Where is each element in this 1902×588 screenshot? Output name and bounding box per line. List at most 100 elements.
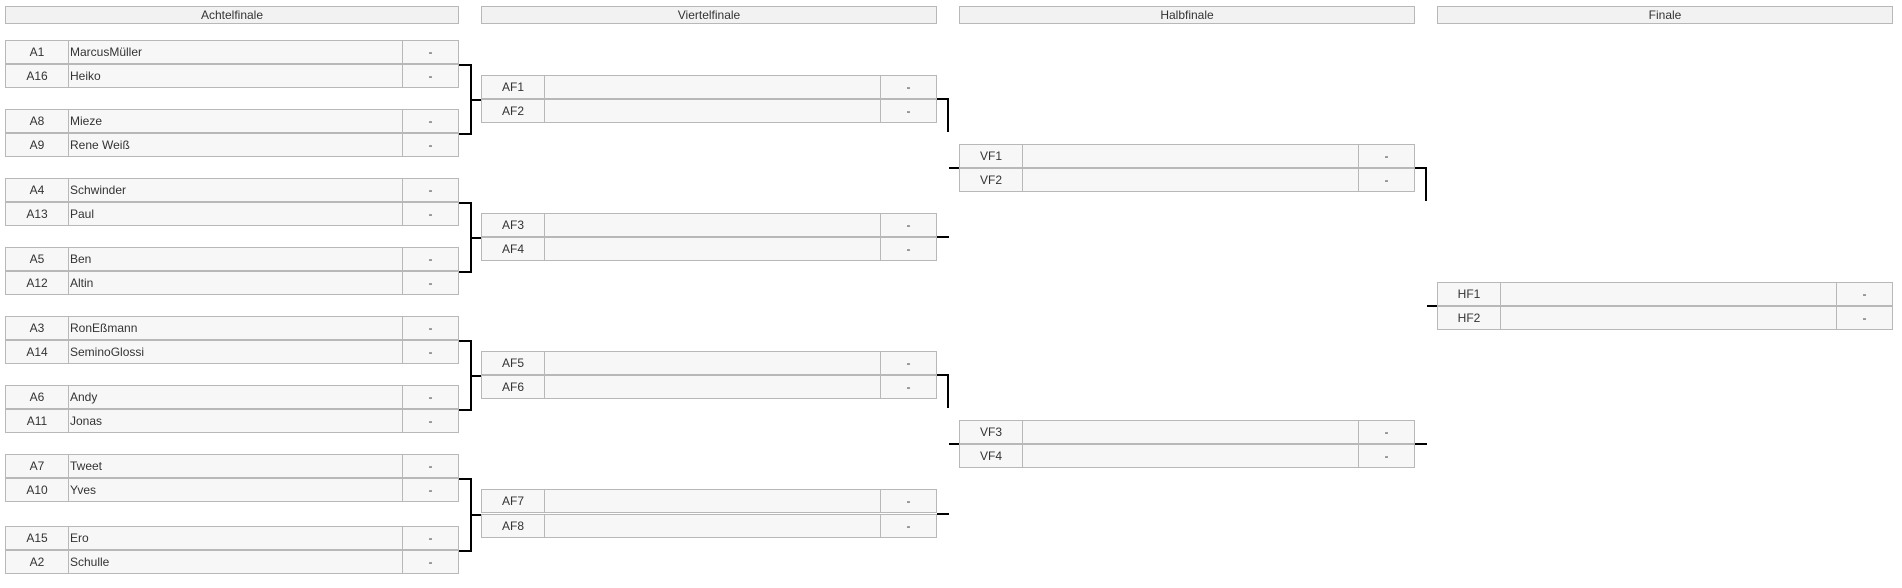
slot-player-name: Tweet: [70, 459, 103, 473]
slot-score[interactable]: -: [880, 515, 936, 537]
slot-score[interactable]: -: [880, 238, 936, 260]
slot-score[interactable]: -: [402, 179, 458, 201]
slot-score[interactable]: -: [402, 203, 458, 225]
slot-score[interactable]: -: [402, 317, 458, 339]
slot-score[interactable]: -: [402, 41, 458, 63]
slot-player-name: MarcusMüller: [70, 45, 143, 59]
slot-score[interactable]: -: [402, 455, 458, 477]
slot-seed: A5: [6, 248, 69, 270]
connector-r1-top-2: [459, 340, 471, 342]
connector-r2-c-vertical: [947, 374, 949, 408]
slot-score[interactable]: -: [880, 76, 936, 98]
slot-score[interactable]: -: [1358, 421, 1414, 443]
connector-r1-bottom-0: [459, 133, 471, 135]
connector-r1-top-1: [459, 202, 471, 204]
match-slot-r4-1[interactable]: HF1-: [1437, 282, 1893, 306]
slot-score[interactable]: -: [402, 341, 458, 363]
slot-score[interactable]: -: [880, 352, 936, 374]
slot-score[interactable]: -: [1836, 307, 1892, 329]
match-slot-r2-1[interactable]: AF1-: [481, 75, 937, 99]
slot-seed: A9: [6, 134, 69, 156]
slot-score[interactable]: -: [402, 134, 458, 156]
slot-seed: AF8: [482, 515, 545, 537]
match-slot-r2-3[interactable]: AF3-: [481, 213, 937, 237]
connector-r1-out-2: [470, 375, 481, 377]
slot-score[interactable]: -: [402, 386, 458, 408]
slot-score[interactable]: -: [880, 100, 936, 122]
connector-r2-a-vertical: [947, 98, 949, 132]
match-slot-r4-2[interactable]: HF2-: [1437, 306, 1893, 330]
slot-score[interactable]: -: [402, 527, 458, 549]
slot-score[interactable]: -: [402, 551, 458, 573]
slot-seed: AF7: [482, 490, 545, 512]
header-finale: Finale: [1437, 6, 1893, 24]
slot-player-name: Altin: [70, 276, 94, 290]
header-viertelfinale: Viertelfinale: [481, 6, 937, 24]
slot-seed: A6: [6, 386, 69, 408]
match-slot-r2-2[interactable]: AF2-: [481, 99, 937, 123]
match-slot-r3-3[interactable]: VF3 -: [959, 420, 1415, 444]
connector-r1-top-3: [459, 478, 471, 480]
match-slot-r2-4[interactable]: AF4 -: [481, 237, 937, 261]
slot-seed: VF3: [960, 421, 1023, 443]
connector-r2-c: [937, 374, 949, 376]
match-slot-r2-6[interactable]: AF6-: [481, 375, 937, 399]
connector-r1-out-0: [470, 99, 481, 101]
slot-player-name: Schwinder: [70, 183, 127, 197]
slot-score[interactable]: -: [1836, 283, 1892, 305]
match-slot-r2-7[interactable]: AF7 -: [481, 489, 937, 513]
match-slot-r3-4[interactable]: VF4-: [959, 444, 1415, 468]
slot-score[interactable]: -: [880, 376, 936, 398]
slot-seed: AF4: [482, 238, 545, 260]
slot-score[interactable]: -: [1358, 445, 1414, 467]
slot-player-name: Ben: [70, 252, 92, 266]
slot-score[interactable]: -: [402, 65, 458, 87]
connector-r3-a-in: [1427, 305, 1437, 307]
slot-score[interactable]: -: [402, 110, 458, 132]
connector-r1-out-1: [470, 237, 481, 239]
slot-score[interactable]: -: [402, 248, 458, 270]
match-slot-r2-5[interactable]: AF5-: [481, 351, 937, 375]
match-slot-r2-8[interactable]: AF8 -: [481, 514, 937, 538]
slot-score[interactable]: -: [880, 214, 936, 236]
slot-score[interactable]: -: [402, 272, 458, 294]
connector-r1-bottom-2: [459, 409, 471, 411]
match-slot-r3-2[interactable]: VF2-: [959, 168, 1415, 192]
slot-seed: A8: [6, 110, 69, 132]
connector-r2-c-in: [949, 443, 959, 445]
slot-score[interactable]: -: [1358, 145, 1414, 167]
slot-seed: A11: [6, 410, 69, 432]
slot-player-name: Jonas: [70, 414, 103, 428]
slot-seed: A1: [6, 41, 69, 63]
slot-seed: A7: [6, 455, 69, 477]
slot-seed: A3: [6, 317, 69, 339]
slot-player-name: SeminoGlossi: [70, 345, 145, 359]
match-slot-r3-1[interactable]: VF1-: [959, 144, 1415, 168]
slot-score[interactable]: -: [402, 479, 458, 501]
connector-r2-a-in: [949, 167, 959, 169]
slot-score[interactable]: -: [402, 410, 458, 432]
slot-seed: A16: [6, 65, 69, 87]
slot-score[interactable]: -: [880, 490, 936, 512]
slot-player-name: RonEßmann: [70, 321, 138, 335]
connector-r1-bottom-1: [459, 271, 471, 273]
slot-player-name: Paul: [70, 207, 95, 221]
slot-score[interactable]: -: [1358, 169, 1414, 191]
connector-r2-a: [937, 98, 949, 100]
